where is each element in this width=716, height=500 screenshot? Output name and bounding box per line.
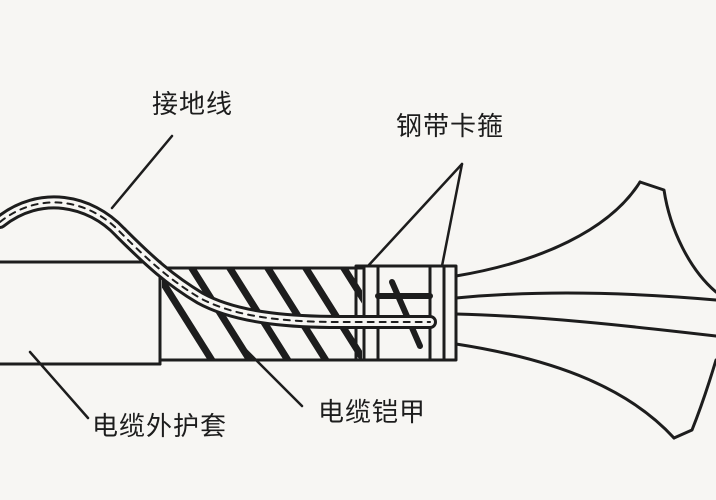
leader-outer-sheath [28,350,90,420]
leader-ground-wire [110,134,174,210]
cable-armor-label: 电缆铠甲 [318,398,427,428]
steel-band-clamp [354,264,458,362]
ground-wire-label: 接地线 [152,90,234,120]
cable-cores [454,180,716,440]
leader-lines [28,134,464,420]
leader-armor [236,340,304,408]
steel-band-clamp-label: 钢带卡箍 [396,112,505,142]
leader-band-left [366,162,464,268]
leader-band-right [440,162,464,268]
cable-armor [158,266,364,362]
outer-sheath [0,260,162,366]
ground-wire [0,195,437,329]
cable-outer-sheath-label: 电缆外护套 [92,412,228,442]
